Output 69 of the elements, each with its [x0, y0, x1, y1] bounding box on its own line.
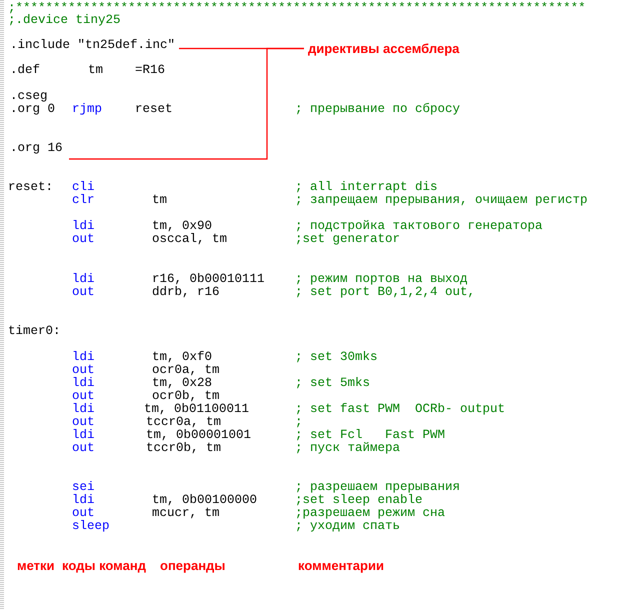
- leader-line: [69, 48, 304, 160]
- code-comment: ;set generator: [295, 232, 400, 246]
- code-text: r16, 0b00010111: [152, 272, 265, 286]
- instruction-mnemonic: clr: [72, 193, 95, 207]
- code-comment: ;****************************************************************************: [8, 1, 586, 15]
- column-heading: операнды: [160, 558, 226, 573]
- code-text: tm, 0b00100000: [152, 493, 258, 507]
- instruction-mnemonic: sleep: [72, 519, 110, 533]
- code-text: ocr0b, tm: [152, 389, 220, 403]
- code-text: osccal, tm: [152, 232, 228, 246]
- column-heading: комментарии: [298, 558, 384, 573]
- instruction-mnemonic: out: [72, 506, 95, 520]
- code-text: reset: [135, 102, 173, 116]
- code-comment: ;разрешаем режим сна: [295, 506, 446, 520]
- code-comment: ; режим портов на выход: [295, 272, 468, 286]
- instruction-mnemonic: ldi: [72, 272, 95, 286]
- code-comment: ;: [295, 415, 303, 429]
- code-text: tm, 0xf0: [152, 350, 212, 364]
- code-text: .def: [10, 63, 40, 77]
- code-text: tccr0b, tm: [146, 441, 222, 455]
- instruction-mnemonic: ldi: [72, 428, 95, 442]
- instruction-mnemonic: out: [72, 363, 95, 377]
- code-text: tccr0a, tm: [146, 415, 222, 429]
- code-comment: ; set fast PWM OCRb- output: [295, 402, 506, 416]
- code-text: .org 0: [10, 102, 56, 116]
- code-text: timer0:: [8, 324, 61, 338]
- code-comment: ; запрещаем прерывания, очищаем регистр: [295, 193, 588, 207]
- code-text: .include "tn25def.inc": [10, 38, 176, 52]
- annotation-label: директивы ассемблера: [308, 41, 460, 56]
- code-comment: ; set port B0,1,2,4 out,: [295, 285, 476, 299]
- code-comment: ; уходим спать: [295, 519, 400, 533]
- code-comment: ; set 30mks: [295, 350, 378, 364]
- code-text: tm, 0x90: [152, 219, 212, 233]
- instruction-mnemonic: rjmp: [72, 102, 102, 116]
- instruction-mnemonic: ldi: [72, 376, 95, 390]
- code-text: tm, 0x28: [152, 376, 212, 390]
- code-text: =R16: [135, 63, 166, 77]
- column-heading: метки: [17, 558, 55, 573]
- code-comment: ; разрешаем прерывания: [295, 480, 460, 494]
- instruction-mnemonic: out: [72, 415, 95, 429]
- code-text: .org 16: [10, 141, 63, 155]
- column-heading: коды команд: [62, 558, 146, 573]
- code-comment: ; set Fcl Fast PWM: [295, 428, 446, 442]
- code-text: tm, 0b00001001: [146, 428, 252, 442]
- code-text: ocr0a, tm: [152, 363, 220, 377]
- code-comment: ; all interrapt dis: [295, 180, 438, 194]
- code-text: tm: [88, 63, 104, 77]
- code-text: mcucr, tm: [152, 506, 220, 520]
- code-comment: ; подстройка тактового генератора: [295, 219, 543, 233]
- instruction-mnemonic: ldi: [72, 219, 95, 233]
- instruction-mnemonic: sei: [72, 480, 95, 494]
- code-comment: ; set 5mks: [295, 376, 370, 390]
- code-comment: ; пуск таймера: [295, 441, 400, 455]
- code-text: ddrb, r16: [152, 285, 220, 299]
- instruction-mnemonic: ldi: [72, 402, 95, 416]
- code-text: tm: [152, 193, 168, 207]
- instruction-mnemonic: out: [72, 285, 95, 299]
- instruction-mnemonic: out: [72, 389, 95, 403]
- code-comment: ;.device tiny25: [8, 13, 121, 27]
- code-comment: ;set sleep enable: [295, 493, 423, 507]
- instruction-mnemonic: out: [72, 441, 95, 455]
- code-comment: ; прерывание по сбросу: [295, 102, 460, 116]
- instruction-mnemonic: out: [72, 232, 95, 246]
- instruction-mnemonic: cli: [72, 180, 95, 194]
- instruction-mnemonic: ldi: [72, 350, 95, 364]
- code-text: .cseg: [10, 89, 48, 103]
- code-text: reset:: [8, 180, 54, 194]
- instruction-mnemonic: ldi: [72, 493, 95, 507]
- code-text: tm, 0b01100011: [144, 402, 250, 416]
